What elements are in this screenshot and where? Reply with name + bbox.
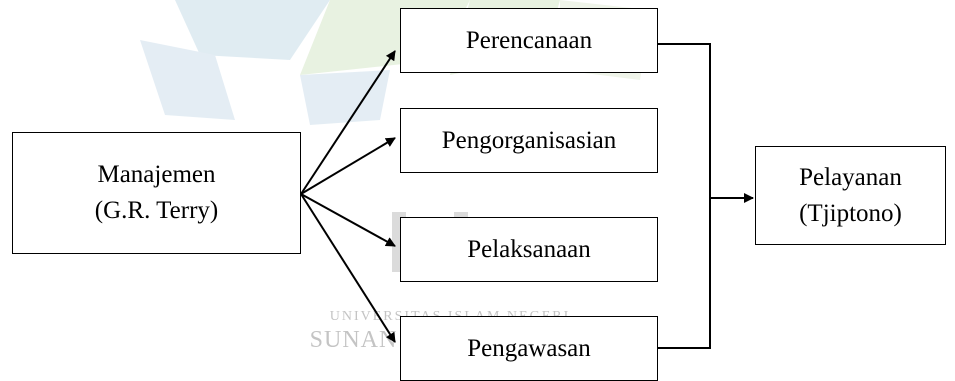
node-perencanaan: Perencanaan xyxy=(400,8,658,73)
node-pengawasan: Pengawasan xyxy=(400,316,658,381)
node-pengorganisasian-label: Pengorganisasian xyxy=(441,126,617,154)
arrow-manajemen-pengorganisasian xyxy=(300,137,396,195)
node-pengorganisasian: Pengorganisasian xyxy=(400,108,658,173)
node-manajemen-title: Manajemen xyxy=(97,161,216,188)
node-pelaksanaan-label: Pelaksanaan xyxy=(467,235,591,263)
node-manajemen-subtitle: (G.R. Terry) xyxy=(94,197,219,224)
node-pelaksanaan: Pelaksanaan xyxy=(400,217,658,282)
node-pelayanan-title: Pelayanan xyxy=(799,163,902,191)
watermark-shape xyxy=(140,40,235,120)
node-pengawasan-label: Pengawasan xyxy=(467,334,591,362)
arrow-manajemen-perencanaan xyxy=(300,50,396,195)
node-perencanaan-label: Perencanaan xyxy=(465,26,593,54)
bracket-connector xyxy=(658,43,711,349)
node-manajemen: Manajemen (G.R. Terry) xyxy=(12,132,301,254)
node-pelayanan-subtitle: (Tjiptono) xyxy=(799,199,902,227)
arrow-manajemen-pelaksanaan xyxy=(300,193,396,247)
watermark-shape xyxy=(175,0,330,60)
arrow-manajemen-pengawasan xyxy=(300,193,396,343)
watermark-shape xyxy=(300,70,390,125)
node-pelayanan: Pelayanan (Tjiptono) xyxy=(755,146,946,245)
